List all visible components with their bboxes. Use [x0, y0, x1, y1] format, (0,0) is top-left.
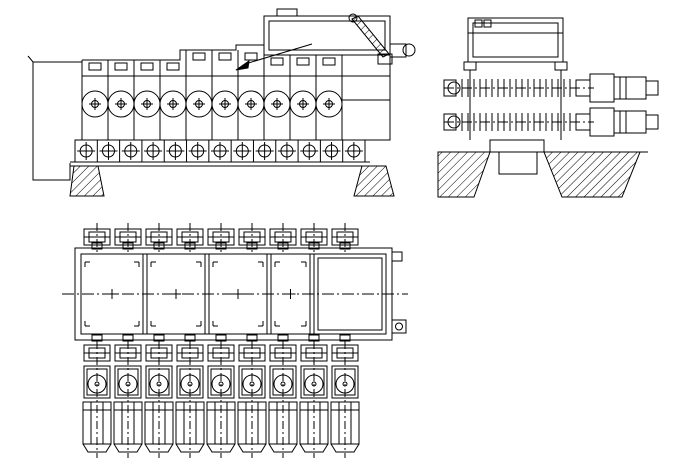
plan-view [62, 223, 408, 458]
end-foundation [437, 151, 648, 198]
anchor-row [77, 140, 363, 162]
left-foot-pad [69, 165, 105, 197]
housing-detail-2 [483, 19, 492, 28]
arrowhead [235, 59, 250, 71]
tensioner-bracket [377, 53, 393, 65]
housing-foot-right [554, 61, 568, 71]
end-housing [463, 17, 568, 140]
machine-top-edge [82, 44, 264, 61]
inlet-chute [27, 55, 82, 63]
plan-right-attachments [391, 251, 407, 334]
side-elevation-view [27, 8, 416, 197]
tensioner-pivot [348, 13, 358, 23]
tensioner-arm [348, 13, 393, 65]
head-housing-cap [276, 8, 298, 17]
plan-panels [84, 261, 307, 327]
end-elevation-view [437, 17, 659, 198]
end-pedestal [489, 139, 545, 175]
side-handle [389, 43, 416, 58]
housing-foot-left [463, 61, 477, 71]
housing-detail-1 [474, 19, 483, 28]
end-block [341, 54, 391, 141]
flow-arrow [235, 43, 313, 71]
right-foot-pad [353, 165, 395, 197]
head-housing-inner [268, 20, 386, 51]
side-feet [69, 165, 395, 197]
foundation-right [543, 151, 641, 198]
head-housing [263, 15, 391, 56]
foundation-left [437, 151, 491, 198]
plan-columns [82, 223, 360, 458]
inlet-chute-wall [32, 62, 71, 181]
shaft-assemblies [443, 73, 659, 137]
side-roller-row [81, 50, 343, 140]
